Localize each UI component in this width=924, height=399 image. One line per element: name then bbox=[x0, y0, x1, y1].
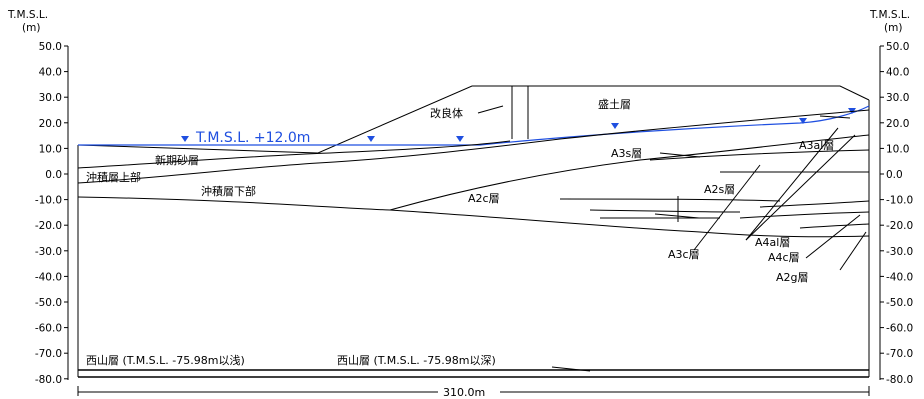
label-kairyotai: 改良体 bbox=[430, 106, 463, 120]
right-axis-tick-label: -60.0 bbox=[886, 323, 913, 335]
right-axis-tick-label: 10.0 bbox=[886, 143, 909, 155]
water-marker bbox=[611, 123, 619, 129]
label-a3s: A3s層 bbox=[611, 147, 642, 160]
left-axis-tick-label: -40.0 bbox=[35, 271, 62, 283]
leader-lines bbox=[477, 105, 867, 372]
right-axis-tick-label: 0.0 bbox=[886, 169, 903, 181]
water-marker bbox=[367, 136, 375, 142]
label-chusekiso-lower: 沖積層下部 bbox=[201, 184, 256, 198]
left-axis: T.M.S.L. (m) 50.0 40.0 30.0 20.0 10.0 0.0 -10.… bbox=[7, 9, 69, 386]
left-axis-title: T.M.S.L. bbox=[7, 9, 48, 21]
right-axis-unit: (m) bbox=[884, 22, 902, 34]
left-axis-tick-label: 0.0 bbox=[45, 169, 62, 181]
left-axis-tick-label: -20.0 bbox=[35, 220, 62, 232]
width-dimension: 310.0m bbox=[77, 386, 870, 399]
boundary-a2g bbox=[799, 223, 870, 229]
right-axis-tick-label: -40.0 bbox=[886, 271, 913, 283]
label-morido: 盛土層 bbox=[598, 97, 631, 111]
right-axis-tick-label: 50.0 bbox=[886, 41, 909, 53]
right-axis-tick-label: -20.0 bbox=[886, 220, 913, 232]
leader-a3al bbox=[819, 115, 851, 119]
right-axis-tick-label: -50.0 bbox=[886, 297, 913, 309]
label-nishiyama-left: 西山層 (T.M.S.L. -75.98m以浅) bbox=[86, 354, 245, 367]
boundary-a2c-top bbox=[389, 134, 870, 211]
right-axis-tick-label: -70.0 bbox=[886, 348, 913, 360]
label-a3c: A3c層 bbox=[668, 248, 700, 261]
boundary-shinko-bottom bbox=[77, 140, 511, 169]
boundary-a2s-1 bbox=[559, 198, 781, 202]
leader-a3c bbox=[693, 164, 761, 251]
label-a2s: A2s層 bbox=[704, 183, 735, 196]
label-nishiyama-right: 西山層 (T.M.S.L. -75.98m以深) bbox=[337, 354, 496, 367]
boundary-a2s-2 bbox=[589, 209, 741, 213]
leader-a4al-1 bbox=[745, 127, 839, 241]
right-axis-tick-label: 40.0 bbox=[886, 67, 909, 79]
leader-a4c bbox=[805, 214, 861, 259]
left-axis-tick-label: 40.0 bbox=[39, 67, 62, 79]
right-axis-tick-label: -10.0 bbox=[886, 195, 913, 207]
leader-a3s bbox=[659, 152, 701, 158]
leader-nishiyama bbox=[551, 366, 591, 372]
label-a2g: A2g層 bbox=[776, 271, 809, 284]
leader-a2g bbox=[839, 231, 867, 271]
left-axis-tick-label: 50.0 bbox=[39, 41, 62, 53]
leader-a4al-2 bbox=[745, 134, 856, 241]
right-axis-tick-label: -30.0 bbox=[886, 246, 913, 258]
left-axis-tick-label: 20.0 bbox=[39, 118, 62, 130]
label-a4c: A4c層 bbox=[768, 251, 800, 264]
left-axis-tick-label: -10.0 bbox=[35, 195, 62, 207]
boundary-a4al-top bbox=[759, 200, 870, 208]
water-level: T.M.S.L. +12.0m bbox=[78, 105, 870, 146]
water-marker bbox=[181, 136, 189, 142]
water-marker bbox=[456, 136, 464, 142]
boundary-a2c-bottom bbox=[77, 196, 870, 238]
boundary-a4c bbox=[739, 211, 870, 219]
left-axis-tick-label: -60.0 bbox=[35, 323, 62, 335]
label-a4al: A4al層 bbox=[755, 236, 790, 249]
label-chusekiso-upper: 沖積層上部 bbox=[86, 170, 141, 184]
right-axis: T.M.S.L. (m) 50.0 40.0 30.0 20.0 10.0 0.0 -10.… bbox=[869, 9, 913, 386]
water-level-label: T.M.S.L. +12.0m bbox=[195, 130, 310, 146]
width-label: 310.0m bbox=[443, 386, 485, 399]
boundary-upper-lower bbox=[77, 109, 870, 184]
left-axis-tick-label: -80.0 bbox=[35, 374, 62, 386]
left-axis-tick-label: 30.0 bbox=[39, 92, 62, 104]
water-marker bbox=[799, 118, 807, 124]
water-level-line bbox=[78, 105, 870, 146]
boundary-a3s bbox=[649, 149, 870, 161]
leader-a2s-2 bbox=[654, 213, 700, 219]
ground-surface bbox=[77, 85, 870, 154]
left-axis-unit: (m) bbox=[22, 22, 40, 34]
leader-kairyotai bbox=[477, 105, 504, 114]
right-axis-tick-label: 30.0 bbox=[886, 92, 909, 104]
left-axis-tick-label: -50.0 bbox=[35, 297, 62, 309]
right-axis-tick-label: -80.0 bbox=[886, 374, 913, 386]
label-shinko-sand: 新期砂層 bbox=[155, 153, 199, 167]
layer-boundaries bbox=[77, 109, 870, 238]
left-axis-tick-label: -70.0 bbox=[35, 348, 62, 360]
left-axis-tick-label: -30.0 bbox=[35, 246, 62, 258]
right-axis-tick-label: 20.0 bbox=[886, 118, 909, 130]
label-a2c: A2c層 bbox=[468, 192, 500, 205]
left-axis-tick-label: 10.0 bbox=[39, 143, 62, 155]
label-a3al: A3al層 bbox=[799, 139, 834, 152]
right-axis-title: T.M.S.L. bbox=[869, 9, 910, 21]
section-frame bbox=[77, 100, 870, 378]
